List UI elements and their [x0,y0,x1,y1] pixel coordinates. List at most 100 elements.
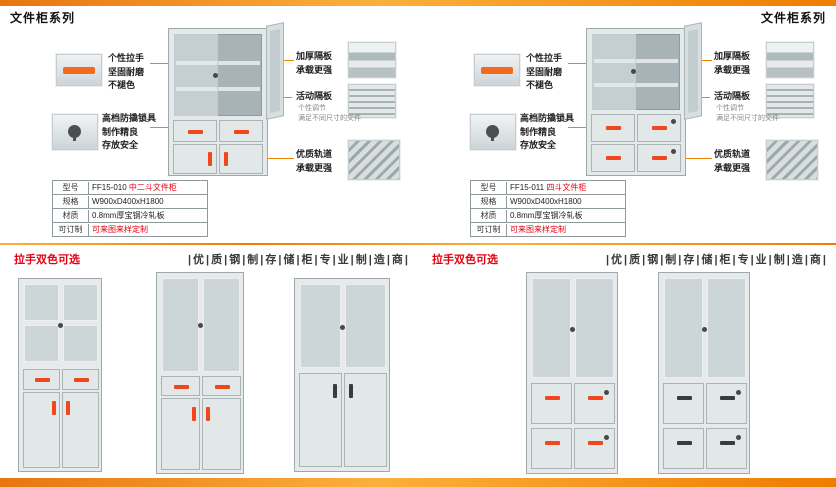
handle-bar-shape [63,67,95,74]
model-name: 四斗文件柜 [546,182,587,192]
drawer-handle [588,396,603,400]
drawer [531,428,572,469]
spec-row-size: 规格 W900xD400xH1800 [471,195,625,209]
drawer-handle [215,385,230,389]
custom-value: 可来图来样定制 [92,224,148,234]
glass-pane [345,284,386,368]
callout-lock: 高档防撬锁具 制作精良 存放安全 [520,112,574,153]
glass-pane [162,278,199,372]
section-divider [0,243,836,245]
callout-line: 加厚隔板 [714,51,751,61]
drawer [706,383,747,424]
custom-value: 可来图来样定制 [510,224,566,234]
callout-line: 加厚隔板 [296,51,333,61]
lock-icon [213,73,218,78]
material-value: 0.8mm厚宝钢冷轧板 [92,210,165,220]
drawer-handle [606,156,621,160]
callout-subline: 个性调节 [298,105,326,112]
callout-rail: 优质轨道 承载更强 [296,148,332,175]
spec-table: 型号 FF15-011 四斗文件柜 规格 W900xD400xH1800 材质 … [470,180,626,237]
movable-shelf-detail-image [348,84,396,118]
callout-line: 个性拉手 [108,53,145,63]
callout-leader-line [568,63,588,64]
lock-icon [631,69,636,74]
drawer-handle [35,378,50,382]
handle-detail-image [474,54,520,86]
door-handle [349,384,353,398]
spec-row-material: 材质 0.8mm厚宝钢冷轧板 [53,209,207,223]
size-value: W900xD400xH1800 [92,196,164,206]
handle-bar-shape [481,67,513,74]
drawer-handle [677,441,692,445]
callout-line: 高档防撬锁具 [520,113,575,123]
callout-shelf: 加厚隔板 承载更强 [714,50,750,77]
spec-label: 可订制 [53,223,89,236]
callout-line: 优质轨道 [714,149,751,159]
product-panel-right: 个性拉手 坚固耐磨 不褪色 高档防撬锁具 制作精良 存放安全 加厚隔板 承载更强… [418,0,836,478]
slogan-text: |优|质|钢|制|存|储|柜|专|业|制|造|商| [187,254,410,266]
drawer-handle [588,441,603,445]
callout-line: 存放安全 [102,140,139,150]
callout-line: 不褪色 [108,80,136,90]
callout-handle: 个性拉手 坚固耐磨 不褪色 [526,52,562,93]
drawer [62,369,99,390]
callout-lock: 高档防撬锁具 制作精良 存放安全 [102,112,156,153]
lock-icon [736,435,741,440]
material-value: 0.8mm厚宝钢冷轧板 [510,210,583,220]
drawer-handle [720,396,735,400]
spec-label: 材质 [471,209,507,222]
spec-row-model: 型号 FF15-010 中二斗文件柜 [53,181,207,195]
drawer-handle [652,126,667,130]
cabinet-door [173,144,217,174]
spec-row-custom: 可订制 可来图来样定制 [53,223,207,237]
lock-icon [702,327,707,332]
slogan-text: |优|质|钢|制|存|储|柜|专|业|制|造|商| [605,254,828,266]
spec-row-model: 型号 FF15-011 四斗文件柜 [471,181,625,195]
callout-line: 承载更强 [296,162,333,173]
page-title-left: 文件柜系列 [10,11,76,25]
open-glass-door [266,22,284,120]
shelf-board [176,61,260,65]
drawer [663,383,704,424]
spec-label: 规格 [53,195,89,208]
cabinet-door [202,398,241,470]
shelf-board [176,87,260,91]
drawer [202,376,241,396]
glass-pane [707,278,746,378]
drawer [591,144,635,172]
spec-label: 型号 [53,181,89,194]
lock-icon [340,325,345,330]
drawer [706,428,747,469]
callout-line: 存放安全 [520,140,557,150]
callout-leader-line [150,127,170,128]
drawer [591,114,635,142]
spec-label: 可订制 [471,223,507,236]
door-handle [333,384,337,398]
glass-door [174,34,218,116]
product-panel-left: 个性拉手 坚固耐磨 不褪色 高档防撬锁具 制作精良 存放安全 加厚隔板 承载更强… [0,0,418,478]
cabinet-photo-3 [294,278,390,472]
callout-line: 高档防撬锁具 [102,113,157,123]
lock-icon [486,125,499,138]
lock-icon [671,149,676,154]
callout-subline: 满足不同尺寸的文件 [716,115,779,123]
callout-subline: 个性调节 [716,105,744,112]
drawer [663,428,704,469]
callout-leader-line [670,158,712,159]
door-handle [224,152,228,166]
callout-line: 活动隔板 [296,91,333,101]
drawer-handle [606,126,621,130]
callout-line: 优质轨道 [296,149,333,159]
drawer-handle [545,441,560,445]
spec-label: 材质 [53,209,89,222]
glass-pane [63,284,98,321]
callout-line: 个性拉手 [526,53,563,63]
callout-line: 活动隔板 [714,91,751,101]
size-value: W900xD400xH1800 [510,196,582,206]
drawer [574,383,615,424]
cabinet-photo-2 [658,272,750,474]
rail-detail-image [766,140,818,180]
handle-color-note: 拉手双色可选 [432,254,498,266]
callout-movable-subtext: 个性调节 满足不同尺寸的文件 [716,104,779,124]
